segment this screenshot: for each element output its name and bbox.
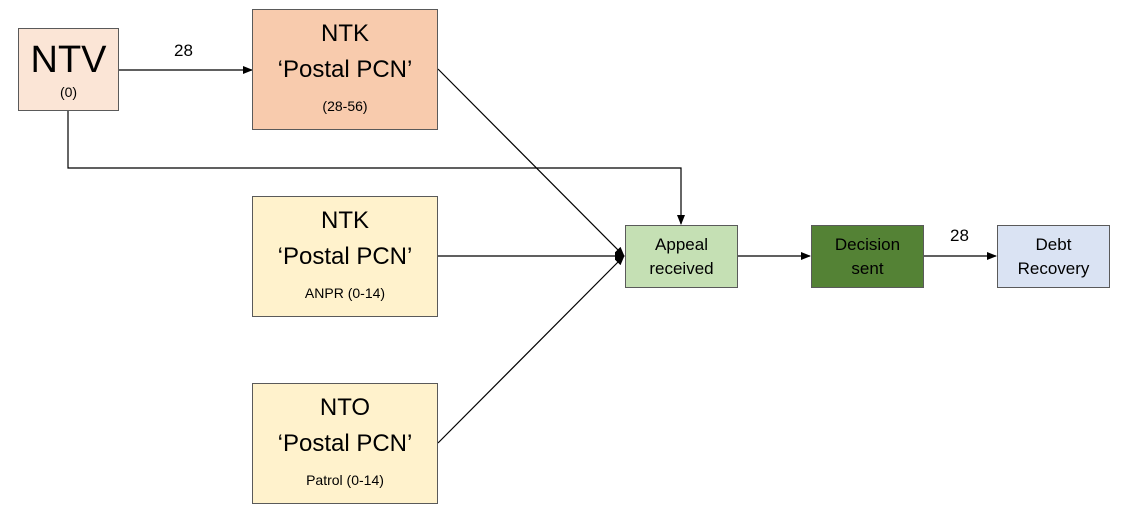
nto-range: Patrol (0-14) [306, 472, 384, 488]
ntv-node: NTV (0) [18, 28, 119, 111]
ntv-subtitle: (0) [59, 83, 78, 100]
debt-recovery-node: Debt Recovery [997, 225, 1110, 288]
ntk-postal-pcn-range: (28-56) [322, 98, 368, 114]
appeal-received-line2: received [649, 258, 714, 278]
nto-patrol-postal-pcn-node: NTO ‘Postal PCN’ Patrol (0-14) [252, 383, 438, 504]
edge-label-decision-to-debt: 28 [950, 226, 969, 245]
edge-ntv-to-appeal [67, 111, 685, 225]
appeal-received-line1: Appeal [655, 234, 708, 254]
edge-nto-to-appeal [437, 255, 625, 444]
ntk-anpr-range: ANPR (0-14) [304, 285, 386, 301]
nto-subtitle: ‘Postal PCN’ [277, 430, 413, 457]
ntk-anpr-postal-pcn-node: NTK ‘Postal PCN’ ANPR (0-14) [252, 196, 438, 317]
decision-sent-line1: Decision [834, 234, 901, 254]
edge-ntk1-to-appeal [437, 68, 625, 257]
decision-sent-node: Decision sent [811, 225, 924, 288]
ntk-postal-pcn-title: NTK [321, 20, 369, 47]
debt-recovery-line2: Recovery [1017, 258, 1090, 278]
ntk-anpr-title: NTK [321, 207, 369, 234]
ntk-anpr-subtitle: ‘Postal PCN’ [277, 243, 413, 270]
ntk-postal-pcn-node: NTK ‘Postal PCN’ (28-56) [252, 9, 438, 130]
nto-title: NTO [319, 394, 371, 421]
appeal-received-node: Appeal received [625, 225, 738, 288]
edge-label-ntv-to-ntk: 28 [174, 41, 193, 60]
ntk-postal-pcn-subtitle: ‘Postal PCN’ [277, 56, 413, 83]
debt-recovery-line1: Debt [1035, 234, 1072, 254]
decision-sent-line2: sent [851, 258, 884, 278]
ntv-title: NTV [30, 38, 107, 81]
